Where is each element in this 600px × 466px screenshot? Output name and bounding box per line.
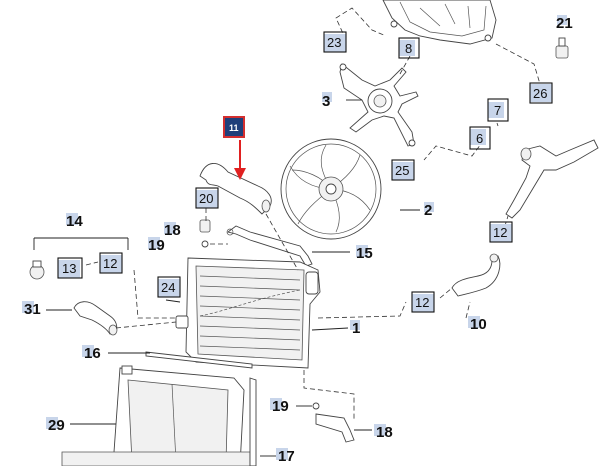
callout-16-label: 16 [84, 345, 101, 362]
callout-31-label: 31 [24, 301, 41, 318]
callout-20: 20 [195, 187, 219, 209]
callout-7: 7 [487, 98, 509, 122]
upper-hose-part [199, 163, 272, 215]
callout-23-label: 23 [327, 35, 341, 50]
callout-20-label: 20 [199, 191, 213, 206]
callout-12-left-label: 12 [103, 256, 117, 271]
radiator-part [175, 257, 321, 369]
fan-shroud-part [382, 0, 497, 45]
callout-17-label: 17 [278, 448, 295, 465]
side-strip-part [249, 377, 257, 466]
highlight-arrow [234, 140, 246, 180]
right-coolant-pipe-part [505, 139, 599, 219]
callout-12-right: 12 [411, 291, 435, 313]
callout-29: 29 [46, 417, 65, 434]
callout-12-upper-right: 12 [489, 221, 513, 243]
callout-16: 16 [82, 345, 101, 362]
callout-26-label: 26 [533, 86, 547, 101]
callout-29-label: 29 [48, 417, 65, 434]
callout-15: 15 [356, 245, 373, 262]
bottom-trim-part [61, 451, 251, 466]
callout-8-label: 8 [405, 41, 412, 56]
callout-19-upper: 19 [148, 237, 165, 254]
callout-18-lower: 18 [374, 424, 393, 441]
callout-12-right-label: 12 [415, 295, 429, 310]
callout-11-highlight: 11 [223, 116, 245, 138]
callout-8: 8 [398, 37, 420, 59]
callout-13: 13 [57, 257, 83, 279]
callout-14-label: 14 [66, 213, 83, 230]
callout-31: 31 [22, 301, 41, 318]
callout-1: 1 [350, 320, 360, 337]
callout-3: 3 [322, 92, 332, 110]
drain-plug-part [29, 260, 45, 280]
callout-21: 21 [556, 15, 573, 32]
callout-1-label: 1 [352, 320, 360, 337]
callout-25: 25 [391, 159, 415, 181]
callout-18-lower-label: 18 [376, 424, 393, 441]
callout-3-label: 3 [322, 93, 330, 110]
callout-25-label: 25 [395, 163, 409, 178]
lower-left-hose-part [73, 301, 118, 336]
callout-18-upper: 18 [164, 222, 181, 239]
callout-12-left: 12 [99, 252, 123, 274]
callout-13-label: 13 [62, 261, 76, 276]
callout-10-label: 10 [470, 316, 487, 333]
callout-2-label: 2 [424, 202, 432, 219]
lower-right-hose-part [451, 253, 501, 297]
callout-6-label: 6 [476, 131, 483, 146]
radiator-frame-part [113, 365, 245, 466]
callout-17: 17 [276, 448, 295, 465]
leader-lines [33, 7, 541, 457]
callout-21-label: 21 [556, 15, 573, 32]
callout-15-label: 15 [356, 245, 373, 262]
callout-12-upper-right-label: 12 [493, 225, 507, 240]
coolant-pipe-part [226, 225, 313, 267]
electric-fan-part [280, 138, 382, 240]
callout-19-lower-label: 19 [272, 398, 289, 415]
callout-7-label: 7 [494, 103, 501, 118]
callout-23: 23 [323, 31, 347, 53]
callout-14: 14 [66, 213, 83, 230]
callout-26: 26 [529, 82, 553, 104]
clip-part-21 [555, 37, 569, 59]
callout-18-upper-label: 18 [164, 222, 181, 239]
callout-10: 10 [468, 316, 487, 333]
callout-24: 24 [157, 276, 181, 298]
callout-19-upper-label: 19 [148, 237, 165, 254]
fan-motor-bracket-part [339, 63, 419, 147]
callout-24-label: 24 [161, 280, 175, 295]
lower-bracket-part [312, 402, 355, 443]
callout-6: 6 [469, 126, 491, 150]
callout-2: 2 [424, 202, 434, 219]
small-clip-parts [199, 219, 211, 248]
seal-strip-part [145, 351, 253, 369]
callout-19-lower: 19 [270, 398, 289, 415]
callout-11-label: 11 [229, 123, 239, 133]
